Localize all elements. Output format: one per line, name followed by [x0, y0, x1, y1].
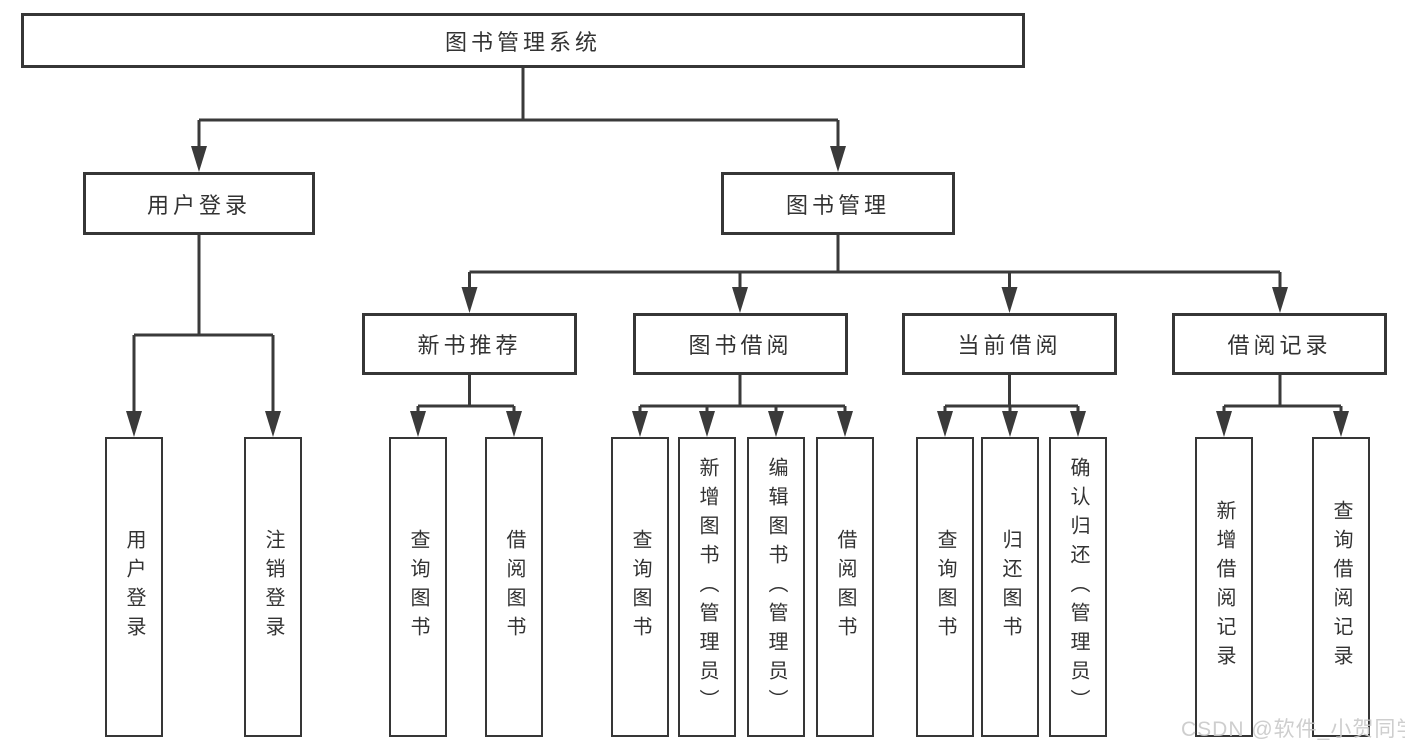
node-borrow-books: 借阅图书 — [816, 437, 874, 737]
node-label: 当前借阅 — [957, 333, 1062, 358]
node-label: 图书管理系统 — [444, 29, 601, 55]
node-label: 确认归还（管理员） — [1067, 456, 1089, 718]
node-label: 查询图书 — [934, 529, 956, 645]
node-label: 查询借阅记录 — [1330, 500, 1352, 674]
node-label: 用户登录 — [123, 529, 145, 645]
node-label: 编辑图书（管理员） — [765, 456, 787, 718]
node-query-books-borrow: 查询图书 — [611, 437, 669, 737]
node-label: 新增图书（管理员） — [696, 456, 718, 718]
node-add-borrow-record: 新增借阅记录 — [1195, 437, 1253, 737]
node-label: 图书管理 — [785, 192, 890, 218]
arrowhead-icons — [126, 146, 1349, 437]
node-label: 借阅图书 — [503, 529, 525, 645]
node-label: 新增借阅记录 — [1213, 500, 1235, 674]
node-add-books-admin: 新增图书（管理员） — [678, 437, 736, 737]
node-label: 查询图书 — [629, 529, 651, 645]
node-label: 借阅记录 — [1227, 333, 1332, 358]
node-borrow-books-newbook: 借阅图书 — [485, 437, 543, 737]
node-label: 查询图书 — [407, 529, 429, 645]
node-logout-leaf: 注销登录 — [244, 437, 302, 737]
node-query-books-newbook: 查询图书 — [389, 437, 447, 737]
node-label: 新书推荐 — [417, 333, 522, 358]
node-borrow-record: 借阅记录 — [1172, 313, 1387, 375]
node-book-management: 图书管理 — [721, 172, 955, 235]
node-library-management-system: 图书管理系统 — [21, 13, 1025, 68]
node-label: 借阅图书 — [834, 529, 856, 645]
node-return-books: 归还图书 — [981, 437, 1039, 737]
node-label: 归还图书 — [999, 529, 1021, 645]
node-label: 注销登录 — [262, 529, 284, 645]
node-label: 用户登录 — [146, 192, 251, 218]
node-new-book-recommend: 新书推荐 — [362, 313, 577, 375]
node-book-borrow: 图书借阅 — [633, 313, 848, 375]
node-query-borrow-record: 查询借阅记录 — [1312, 437, 1370, 737]
node-query-books-current: 查询图书 — [916, 437, 974, 737]
node-user-login-leaf: 用户登录 — [105, 437, 163, 737]
node-edit-books-admin: 编辑图书（管理员） — [747, 437, 805, 737]
csdn-watermark: CSDN @软件_小贺同学 — [1181, 718, 1405, 741]
node-user-login: 用户登录 — [83, 172, 315, 235]
node-confirm-return-admin: 确认归还（管理员） — [1049, 437, 1107, 737]
node-current-borrow: 当前借阅 — [902, 313, 1117, 375]
node-label: 图书借阅 — [688, 333, 793, 358]
